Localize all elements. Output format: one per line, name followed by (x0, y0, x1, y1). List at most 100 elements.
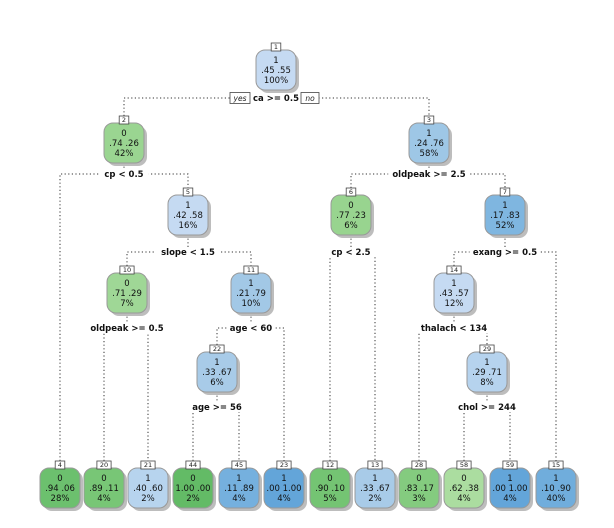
node-probabilities: .62 .38 (449, 484, 479, 494)
yes-marker-text: yes (233, 94, 247, 103)
split-label-bg-1 (248, 93, 304, 103)
edge-branch-10 (103, 327, 149, 461)
split-label-bg-14 (415, 323, 493, 333)
node-id: 3 (427, 116, 431, 124)
yes-no-markers: yes no (229, 92, 320, 104)
split-label-bg-11 (226, 323, 276, 333)
node-id: 11 (247, 266, 255, 274)
split-label-3: oldpeak >= 2.5 (392, 170, 465, 180)
node-id: 6 (349, 188, 353, 196)
yes-marker: yes (229, 92, 251, 104)
tree-node-22: 221.33 .676% (196, 344, 240, 395)
tree-node-13: 131.33 .672% (354, 460, 398, 511)
node-percent: 100% (264, 76, 288, 86)
node-probabilities: .89 .11 (89, 484, 119, 494)
edge-branch-6 (329, 251, 376, 461)
node-class: 0 (416, 474, 421, 484)
node-class: 1 (145, 474, 150, 484)
tree-node-29: 291.29 .718% (466, 344, 510, 395)
node-percent: 3% (412, 494, 426, 504)
node-id-box (54, 460, 66, 470)
node-id-box (276, 460, 292, 470)
node-percent: 2% (186, 494, 200, 504)
node-class: 1 (451, 279, 456, 289)
node-probabilities: .10 .90 (541, 484, 571, 494)
yes-marker-box (229, 92, 251, 104)
tree-node-23: 231.00 1.004% (263, 460, 307, 511)
split-label-22: age >= 56 (192, 403, 242, 413)
node-probabilities: .29 .71 (472, 368, 502, 378)
node-probabilities: .83 .17 (404, 484, 434, 494)
edge-branch-22 (192, 406, 240, 461)
split-label-bg-6 (326, 247, 376, 257)
node-percent: 2% (368, 494, 382, 504)
node-percent: 4% (457, 494, 471, 504)
tree-node-10: 100.71 .297% (106, 265, 150, 316)
split-label-10: oldpeak >= 0.5 (90, 324, 163, 334)
node-class: 0 (57, 474, 62, 484)
node-id-box (345, 187, 357, 197)
tree-node-45: 451.11 .894% (218, 460, 262, 511)
node-class: 1 (502, 201, 507, 211)
node-id: 13 (371, 461, 379, 469)
node-percent: 4% (232, 494, 246, 504)
node-probabilities: .90 .10 (315, 484, 345, 494)
node-percent: 6% (210, 378, 224, 388)
node-percent: 4% (277, 494, 291, 504)
node-id-box (479, 344, 495, 354)
split-label-1: ca >= 0.5 (253, 94, 299, 104)
node-probabilities: .33 .67 (202, 368, 232, 378)
node-id: 45 (235, 461, 243, 469)
node-id-box (456, 460, 472, 470)
node-id-box (209, 344, 225, 354)
node-id-box (182, 187, 194, 197)
tree-node-21: 211.40 .602% (127, 460, 171, 511)
node-id: 15 (552, 461, 560, 469)
edge-branch-2 (59, 173, 189, 461)
node-probabilities: .11 .89 (224, 484, 254, 494)
node-probabilities: .45 .55 (261, 66, 291, 76)
node-percent: 4% (97, 494, 111, 504)
node-probabilities: .21 .79 (236, 289, 266, 299)
node-id: 21 (144, 461, 152, 469)
node-class: 1 (273, 56, 278, 66)
split-label-bg-2 (99, 169, 149, 179)
node-probabilities: .40 .60 (133, 484, 163, 494)
split-label-bg-3 (388, 169, 470, 179)
node-id-box (322, 460, 338, 470)
node-class: 0 (101, 474, 106, 484)
node-percent: 28% (51, 494, 70, 504)
split-label-bg-5 (155, 247, 221, 257)
node-id: 1 (274, 43, 278, 51)
node-id: 4 (58, 461, 62, 469)
node-id: 44 (189, 461, 197, 469)
node-id-box (185, 460, 201, 470)
node-probabilities: .17 .83 (490, 211, 520, 221)
node-percent: 52% (496, 221, 515, 231)
node-id-box (231, 460, 247, 470)
no-marker-text: no (305, 94, 315, 103)
node-probabilities: .24 .76 (414, 139, 444, 149)
node-id: 10 (123, 266, 131, 274)
node-class: 0 (327, 474, 332, 484)
node-id: 59 (506, 461, 514, 469)
node-id-box (499, 187, 511, 197)
split-label-bg-29 (454, 402, 520, 412)
tree-node-59: 591.00 1.004% (489, 460, 533, 511)
split-label-bg-10 (86, 323, 168, 333)
node-id: 22 (213, 345, 221, 353)
node-id-box (243, 265, 259, 275)
node-class: 0 (461, 474, 466, 484)
node-percent: 6% (344, 221, 358, 231)
node-id: 28 (415, 461, 423, 469)
node-class: 1 (372, 474, 377, 484)
edge-branch-1 (123, 97, 430, 116)
node-id: 29 (483, 345, 491, 353)
